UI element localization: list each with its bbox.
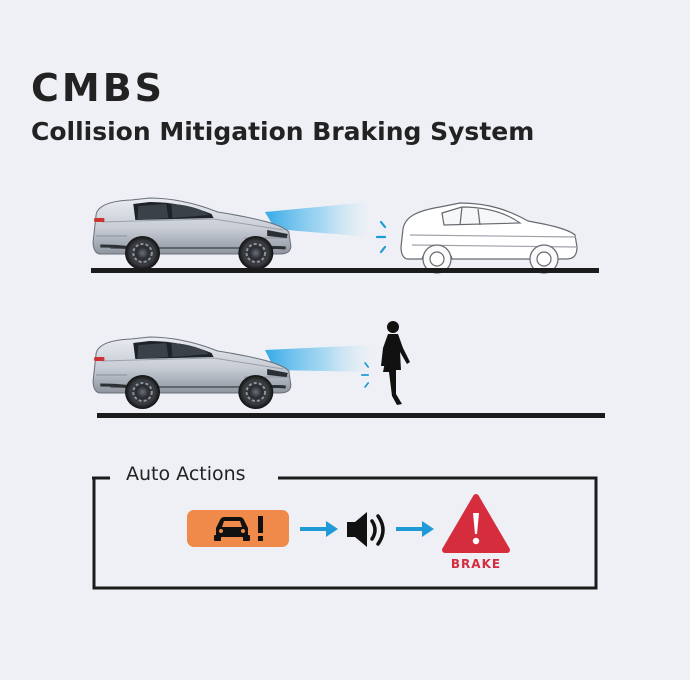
auto-actions-label: Auto Actions bbox=[122, 463, 250, 485]
scenario-pedestrian bbox=[91, 321, 605, 418]
auto-actions-frame bbox=[92, 476, 598, 590]
flow-arrow bbox=[300, 521, 338, 537]
speaker-icon bbox=[347, 512, 385, 547]
target-car-outline bbox=[400, 202, 578, 274]
road-line bbox=[91, 268, 599, 273]
page-title: CMBS bbox=[31, 66, 166, 110]
radar-beam bbox=[265, 345, 372, 372]
page-subtitle: Collision Mitigation Braking System bbox=[31, 117, 535, 146]
brake-label: BRAKE bbox=[450, 557, 502, 571]
flow-arrow bbox=[396, 521, 434, 537]
pedestrian-silhouette bbox=[381, 321, 410, 405]
host-car bbox=[91, 335, 293, 411]
warning-triangle-icon bbox=[442, 494, 510, 553]
radar-beam bbox=[265, 202, 370, 237]
road-line bbox=[97, 413, 605, 418]
scenario-vehicle-ahead bbox=[91, 196, 599, 274]
host-car bbox=[91, 196, 293, 272]
car-exclamation-icon bbox=[187, 510, 289, 547]
sensor-pulse bbox=[375, 220, 387, 254]
